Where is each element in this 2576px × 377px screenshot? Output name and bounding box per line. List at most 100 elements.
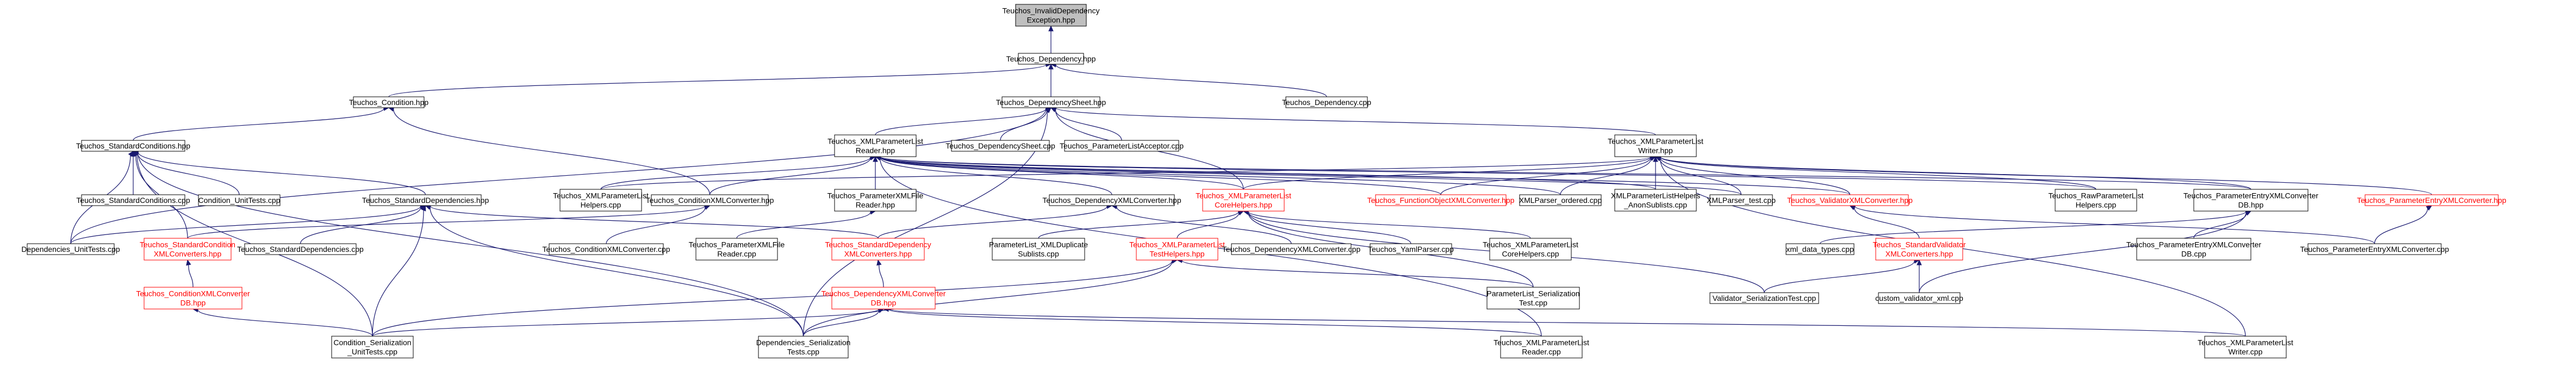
graph-node-dep-hpp[interactable]: Teuchos_Dependency.hpp [1006,53,1096,65]
graph-node-cond-ser-ut-cpp[interactable]: Condition_Serialization_UnitTests.cpp [331,336,414,359]
node-box [331,336,414,359]
include-edge [880,156,1742,195]
node-box [992,238,1085,261]
node-box [834,189,917,212]
graph-node-deps-ut-cpp[interactable]: Dependencies_UnitTests.cpp [21,243,120,255]
include-edge [878,206,1107,239]
graph-node-stdcondxmlconv-hpp[interactable]: Teuchos_StandardConditionXMLConverters.h… [140,238,235,261]
include-edge [1055,107,1656,135]
node-label: Teuchos_DependencyXMLConverter [822,289,946,298]
include-arrowhead [1045,107,1051,113]
include-arrowhead [1048,63,1054,70]
include-edge [70,206,421,244]
include-edge [1854,207,1920,239]
graph-node-xmlplhelpers-anon-cpp[interactable]: XMLParameterListHelpers_AnonSublists.cpp [1611,189,1700,212]
graph-node-validatorxmlconv-hpp[interactable]: Teuchos_ValidatorXMLConverter.hpp [1787,194,1913,206]
node-box [951,140,1050,152]
node-label: XMLConverters.hpp [154,250,222,258]
graph-node-pl-ser-test-cpp[interactable]: ParameterList_SerializationTest.cpp [1486,287,1580,310]
include-edge [1660,156,2432,195]
node-box [559,189,642,212]
node-label: Teuchos_YamlParser.cpp [1368,245,1454,254]
graph-node-peconv-hpp[interactable]: Teuchos_ParameterEntryXMLConverter.hpp [2357,194,2506,206]
include-edge [1819,211,2247,244]
node-label: DB.hpp [181,299,206,307]
node-label: CoreHelpers.hpp [1215,201,1272,209]
node-box [144,287,242,310]
graph-node-validator-ser-test-cpp[interactable]: Validator_SerializationTest.cpp [1709,292,1819,304]
node-label: Tests.cpp [787,348,819,356]
node-box [369,194,482,206]
node-label: Teuchos_Condition.hpp [349,98,429,107]
node-label: Teuchos_XMLParameterList [1196,191,1291,200]
include-edge [1248,212,1411,244]
node-label: Dependencies_UnitTests.cpp [21,245,120,254]
graph-node-depxmlconv-cpp[interactable]: Teuchos_DependencyXMLConverter.cpp [1222,243,1361,255]
graph-node-stddepxmlconv-hpp[interactable]: Teuchos_StandardDependencyXMLConverters.… [825,238,931,261]
node-label: XMLParser_ordered.cpp [1519,196,1602,205]
node-label: Teuchos_XMLParameterList [1483,240,1578,249]
node-label: Teuchos_DependencyXMLConverter.cpp [1222,245,1361,254]
node-label: Teuchos_StandardCondition [140,240,235,249]
graph-node-custom-validator-xml-cpp[interactable]: custom_validator_xml.cpp [1875,292,1963,304]
graph-node-depxmlconv-hpp[interactable]: Teuchos_DependencyXMLConverter.hpp [1042,194,1181,206]
node-box [695,238,778,261]
include-edge [138,152,426,195]
graph-node-uc-stdcond-cpp[interactable]: Teuchos_StandardConditions.cpp [76,194,190,206]
graph-node-placcessor-cpp[interactable]: Teuchos_ParameterListAcceptor.cpp [1060,140,1184,152]
node-label: Teuchos_ParameterEntryXMLConverter.hpp [2357,196,2506,205]
include-edge [879,264,884,288]
node-box [2307,243,2442,255]
graph-node-depsheet-cpp[interactable]: Teuchos_DependencySheet.cpp [945,140,1055,152]
graph-node-condxmlconv-hpp[interactable]: Teuchos_ConditionXMLConverter.hpp [646,194,774,206]
include-edge [1440,157,1651,195]
node-label: TestHelpers.hpp [1149,250,1204,258]
node-box [834,134,917,157]
include-arrowhead [876,259,882,266]
graph-node-stdcond-hpp[interactable]: Teuchos_StandardConditions.hpp [76,140,190,152]
node-label: Teuchos_StandardValidator [1873,240,1966,249]
graph-node-yamlparser-cpp[interactable]: Teuchos_YamlParser.cpp [1368,243,1454,255]
graph-node-stdvalidxmlconv-hpp[interactable]: Teuchos_StandardValidatorXMLConverters.h… [1873,238,1966,261]
node-label: Dependencies_Serialization [756,338,851,347]
node-label: Helpers.cpp [581,201,621,209]
graph-node-cond-hpp[interactable]: Teuchos_Condition.hpp [349,96,429,108]
graph-node-depsheet-hpp[interactable]: Teuchos_DependencySheet.hpp [996,96,1106,108]
graph-node-condxmlconv-cpp[interactable]: Teuchos_ConditionXMLConverter.cpp [542,243,670,255]
node-label: Teuchos_InvalidDependency [1002,7,1099,15]
node-label: Teuchos_ParameterEntryXMLConverter [2126,240,2262,249]
graph-node-peconv-cpp[interactable]: Teuchos_ParameterEntryXMLConverter.cpp [2300,243,2449,255]
node-label: XMLParser_test.cpp [1707,196,1776,205]
graph-node-xmlplhelpers-cpp[interactable]: Teuchos_XMLParameterListHelpers.cpp [553,189,649,212]
graph-node-cond-ut-cpp[interactable]: Condition_UnitTests.cpp [198,194,281,206]
node-box [1785,243,1855,255]
graph-node-xml-data-types-cpp[interactable]: xml_data_types.cpp [1785,243,1855,255]
graph-node-funcobj-hpp[interactable]: Teuchos_FunctionObjectXMLConverter.hpp [1367,194,1515,206]
node-label: Teuchos_ParameterXMLFile [689,240,785,249]
node-label: Teuchos_DependencyXMLConverter.hpp [1042,196,1181,205]
include-edge [1248,211,1531,239]
include-edge [430,207,804,337]
graph-node-stddeps-hpp[interactable]: Teuchos_StandardDependencies.hpp [362,194,489,206]
node-box [1202,189,1285,212]
graph-node-stddeps-cpp[interactable]: Teuchos_StandardDependencies.cpp [237,243,364,255]
graph-node-dep-cpp[interactable]: Teuchos_Dependency.cpp [1282,96,1371,108]
graph-node-xmlparser-ordered-cpp[interactable]: XMLParser_ordered.cpp [1519,194,1602,206]
graph-node-xmlparser-test-cpp[interactable]: XMLParser_test.cpp [1707,194,1776,206]
